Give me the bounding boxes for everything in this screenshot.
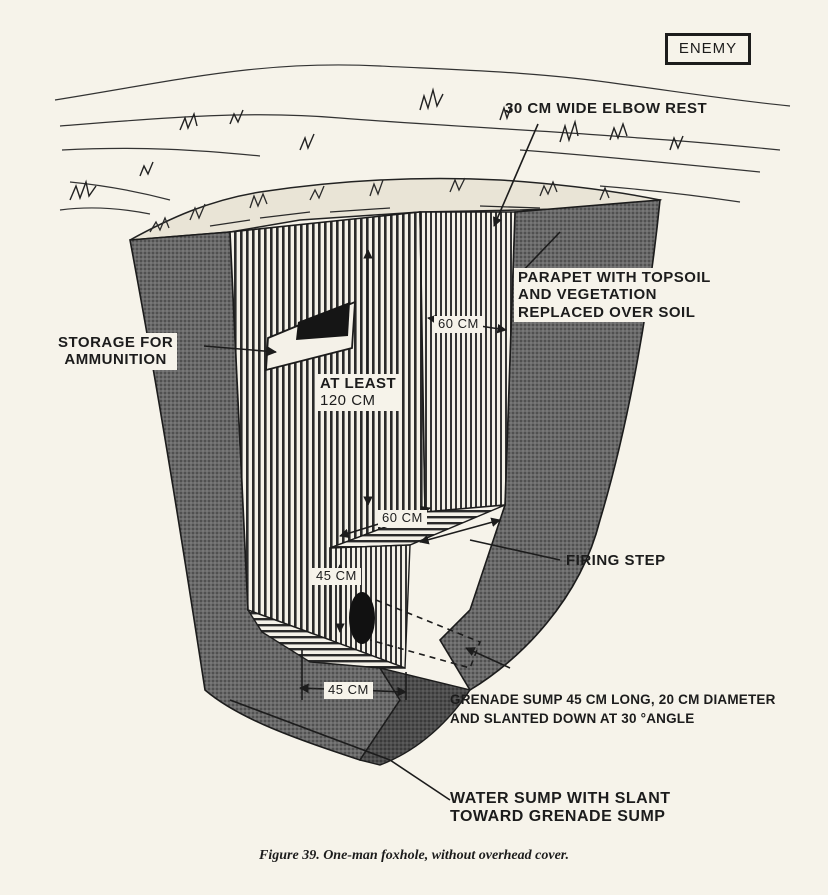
ammo-storage-label-line-2: AMMUNITION [64, 351, 167, 369]
enemy-direction-label: ENEMY [665, 33, 751, 65]
grenade-sump-label-line-2: AND SLANTED DOWN AT 30 °ANGLE [450, 710, 695, 726]
parapet-label: PARAPET WITH TOPSOIL AND VEGETATION REPL… [514, 268, 715, 322]
ground-grass [149, 177, 610, 233]
parapet-label-line-1: PARAPET WITH TOPSOIL [518, 269, 711, 286]
step-height-dimension: 45 CM [312, 568, 361, 585]
figure-caption: Figure 39. One-man foxhole, without over… [259, 848, 569, 863]
elbow-rest-label: 30 CM WIDE ELBOW REST [505, 100, 708, 117]
depth-dimension-line-1: AT LEAST [320, 375, 397, 392]
step-width-dimension: 60 CM [378, 510, 427, 527]
side-wall [419, 211, 516, 513]
water-sump-label: WATER SUMP WITH SLANT TOWARD GRENADE SUM… [450, 790, 671, 827]
vegetation [69, 87, 684, 201]
ammo-storage-label-line-1: STORAGE FOR [58, 334, 174, 351]
water-sump-label-line-1: WATER SUMP WITH SLANT [450, 790, 671, 807]
water-sump [246, 608, 406, 669]
depth-dimension-line-2: 120 CM [320, 392, 376, 410]
ammo-storage-label: STORAGE FOR AMMUNITION [54, 333, 178, 370]
bottom-width-dimension: 45 CM [324, 682, 373, 699]
earth-mass [129, 231, 401, 761]
water-sump-label-line-2: TOWARD GRENADE SUMP [450, 808, 666, 826]
earth-bottom [358, 666, 472, 766]
ammo-storage-niche [265, 300, 356, 372]
firing-step-label: FIRING STEP [566, 552, 666, 569]
grenade-sump-label: GRENADE SUMP 45 CM LONG, 20 CM DIAMETER … [450, 692, 776, 726]
parapet-label-line-3: REPLACED OVER SOIL [518, 303, 696, 321]
depth-dimension: AT LEAST 120 CM [316, 374, 401, 411]
parapet-label-line-2: AND VEGETATION [518, 286, 657, 304]
top-width-dimension: 60 CM [434, 316, 483, 333]
grenade-sump-label-line-1: GRENADE SUMP 45 CM LONG, 20 CM DIAMETER [450, 692, 776, 707]
